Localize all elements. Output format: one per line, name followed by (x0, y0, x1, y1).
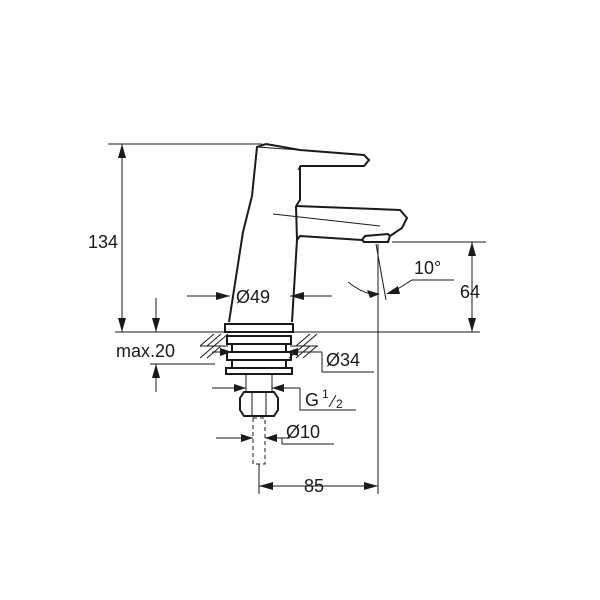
dim-max-deck: max.20 (116, 298, 175, 392)
dim-height-total: 134 (88, 143, 262, 332)
dim-thread-den: 2 (336, 397, 343, 411)
dim-supply-diameter-label: Ø10 (286, 422, 320, 442)
dim-spout-height: 64 (392, 241, 486, 332)
dim-thread: G 1 2 (212, 384, 356, 411)
dim-shank-diameter-label: Ø34 (326, 350, 360, 370)
dim-spout-angle: 10° (347, 243, 454, 301)
dim-body-diameter: Ø49 (187, 287, 332, 307)
dim-thread-prefix: G (305, 390, 319, 410)
dim-body-diameter-label: Ø49 (236, 287, 270, 307)
faucet-body (228, 143, 409, 323)
dim-shank-diameter: Ø34 (212, 348, 374, 373)
dim-thread-num: 1 (322, 387, 329, 401)
dim-reach: 85 (258, 244, 379, 496)
dim-spout-height-label: 64 (460, 282, 480, 302)
dim-height-total-label: 134 (88, 232, 118, 252)
dim-spout-angle-label: 10° (414, 258, 441, 278)
dim-supply-diameter: Ø10 (216, 422, 334, 445)
dim-reach-label: 85 (304, 476, 324, 496)
dim-max-deck-label: max.20 (116, 341, 175, 361)
